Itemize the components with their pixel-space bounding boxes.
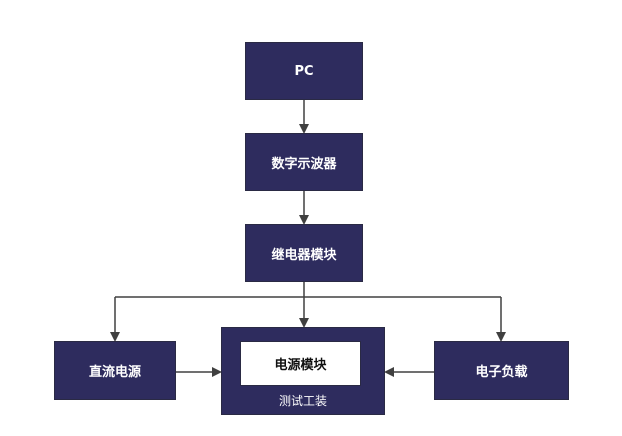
- dc-power-label: 直流电源: [88, 365, 141, 380]
- pc-label: PC: [294, 63, 314, 79]
- electronic-load-label: 电子负载: [475, 365, 528, 380]
- test-fixture-label: 测试工装: [278, 394, 327, 408]
- oscilloscope-node: 数字示波器: [245, 133, 363, 191]
- dc-power-node: 直流电源: [54, 341, 176, 400]
- power-module-label: 电源模块: [274, 358, 327, 373]
- relay-module-node: 继电器模块: [245, 224, 363, 282]
- oscilloscope-label: 数字示波器: [271, 156, 337, 172]
- pc-node: PC: [245, 42, 363, 100]
- test-fixture-node: 电源模块 测试工装: [221, 327, 385, 415]
- power-module-node: 电源模块: [240, 341, 361, 386]
- electronic-load-node: 电子负载: [434, 341, 569, 400]
- relay-module-label: 继电器模块: [271, 247, 337, 263]
